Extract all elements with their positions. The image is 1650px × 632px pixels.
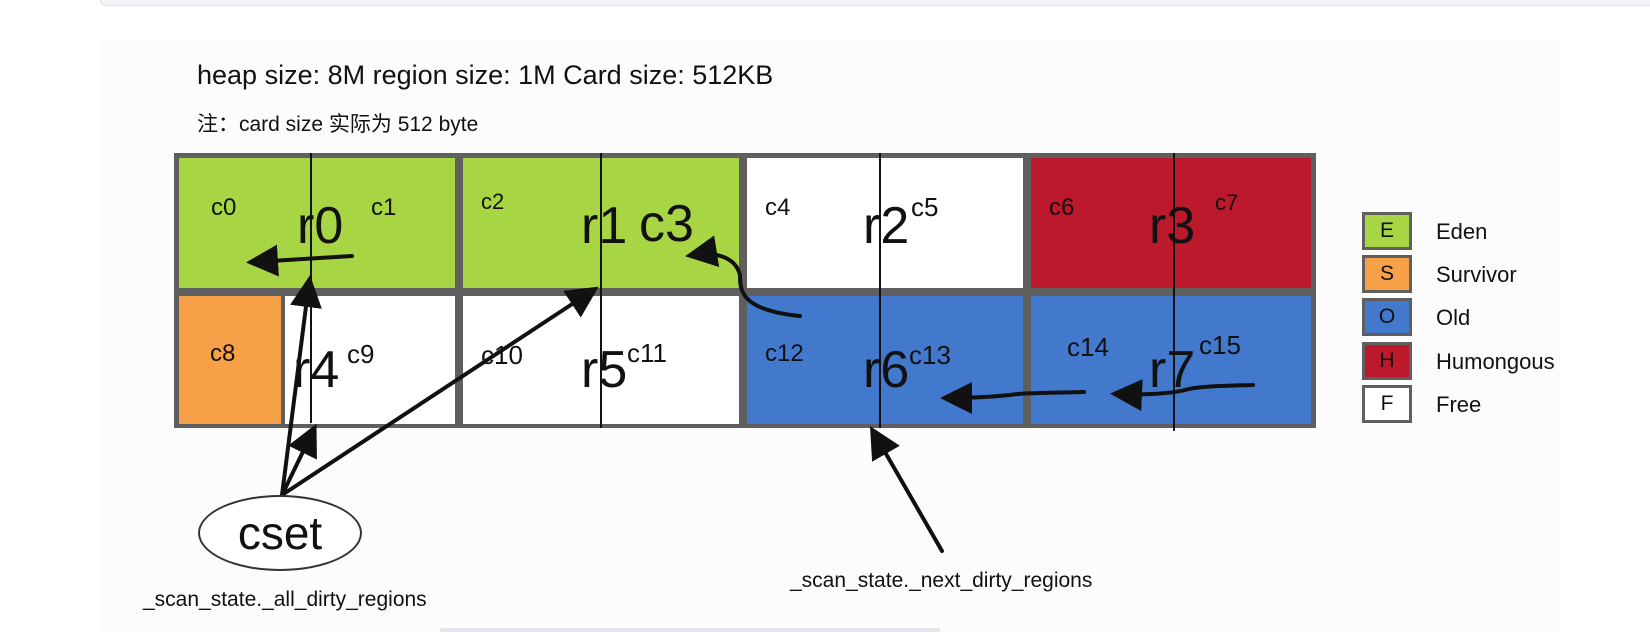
card-label: c4 <box>765 194 791 221</box>
region-label: r3 <box>1149 197 1196 255</box>
card-divider <box>879 153 881 428</box>
legend-swatch: O <box>1362 298 1412 336</box>
diagram-note: 注：card size 实际为 512 byte <box>197 113 479 136</box>
region-label: r5 <box>581 341 628 399</box>
card-label: c6 <box>1049 194 1075 221</box>
legend-label: Free <box>1436 392 1482 417</box>
diagram-title: heap size: 8M region size: 1M Card size:… <box>197 60 774 90</box>
legend-label: Eden <box>1436 219 1488 244</box>
legend-label: Survivor <box>1436 262 1517 287</box>
legend-swatch: E <box>1362 212 1412 250</box>
card-divider <box>600 153 602 428</box>
region-r7: c14 r7 c15 <box>1031 296 1311 424</box>
card-label: c5 <box>911 192 939 222</box>
region-r6: c12 r6 c13 <box>747 296 1023 424</box>
card-label: c3 <box>639 195 694 253</box>
card-divider <box>1173 153 1175 431</box>
card-label: c11 <box>627 338 667 368</box>
card-label: c15 <box>1199 330 1241 360</box>
card-label: c0 <box>211 194 237 221</box>
legend-label: Old <box>1436 305 1471 330</box>
region-label: r4 <box>293 341 340 399</box>
caption-all-dirty-regions: _scan_state._all_dirty_regions <box>143 588 427 611</box>
legend-label: Humongous <box>1436 349 1555 374</box>
card-label: c10 <box>481 340 523 370</box>
cset-node: cset <box>198 495 362 571</box>
card-label: c14 <box>1067 332 1109 362</box>
region-label: r0 <box>297 197 344 255</box>
region-label: r2 <box>863 197 910 255</box>
legend-swatch: F <box>1362 385 1412 423</box>
card-label: c1 <box>371 194 397 221</box>
legend-swatch: H <box>1362 342 1412 380</box>
top-toolbar-edge <box>100 0 1650 6</box>
region-r4-survivor-part: c8 <box>179 296 281 424</box>
scroll-indicator <box>440 628 940 632</box>
region-r2: c4 r2 c5 <box>747 158 1023 288</box>
caption-next-dirty-regions: _scan_state._next_dirty_regions <box>790 569 1093 592</box>
card-label: c13 <box>909 340 951 370</box>
card-divider <box>310 153 312 423</box>
card-label: c2 <box>481 189 505 214</box>
heap-grid: c0 r0 c1 c2 r1 c3 c4 r2 c5 c6 r3 c7 c8 r… <box>174 153 1316 431</box>
card-label: c12 <box>765 340 804 367</box>
legend-swatch: S <box>1362 255 1412 293</box>
region-label: r1 <box>581 197 628 255</box>
card-label: c7 <box>1215 190 1239 215</box>
region-r3: c6 r3 c7 <box>1031 158 1311 288</box>
card-label: c8 <box>210 340 236 367</box>
region-r0: c0 r0 c1 <box>179 158 455 288</box>
card-label: c9 <box>347 339 375 369</box>
region-label: r6 <box>863 341 910 399</box>
